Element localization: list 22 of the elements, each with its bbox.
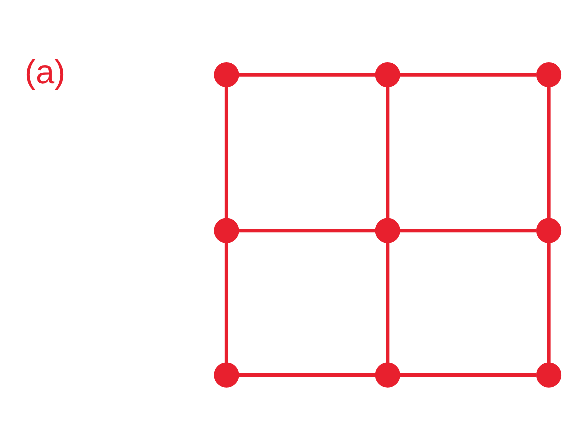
label: (a) xyxy=(24,54,66,91)
connector xyxy=(224,86,228,218)
connector xyxy=(238,373,376,377)
node-circle xyxy=(536,362,562,388)
connector xyxy=(400,373,537,377)
node-circle xyxy=(214,62,240,88)
node-circle xyxy=(214,218,240,243)
connector xyxy=(547,242,551,362)
connector xyxy=(400,72,537,76)
connector xyxy=(238,228,376,232)
node-circle xyxy=(536,62,562,88)
node-circle xyxy=(214,362,240,388)
node-circle xyxy=(375,62,400,88)
connector xyxy=(400,228,537,232)
connector xyxy=(547,86,551,218)
node-circle xyxy=(375,362,400,388)
connector xyxy=(224,242,228,362)
node-circle xyxy=(375,218,400,243)
node-circle xyxy=(536,218,562,243)
connector xyxy=(386,242,390,362)
connector xyxy=(238,72,376,76)
connector xyxy=(386,86,390,218)
